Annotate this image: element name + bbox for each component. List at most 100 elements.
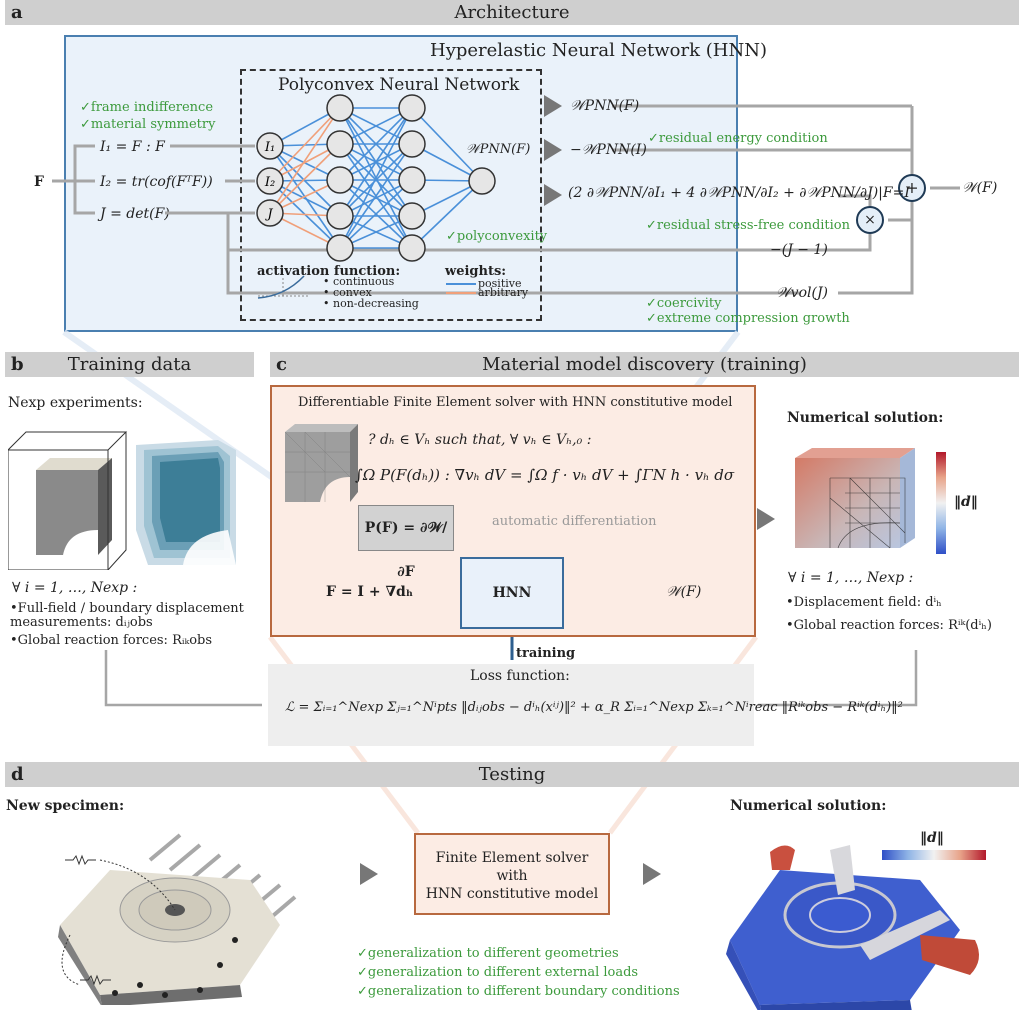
- fe-solver-title: Differentiable Finite Element solver wit…: [298, 395, 733, 410]
- numerical-solution-cube: [795, 448, 915, 549]
- training-bullet-forces: •Global reaction forces: Rᵢₖobs: [10, 633, 213, 648]
- network-edge: [339, 143, 413, 249]
- hidden-node-layer2: [398, 130, 426, 158]
- loss-formula: ℒ = Σᵢ₌₁^Nexp Σⱼ₌₁^Nⁱpts ‖dᵢⱼobs − dⁱₕ(x…: [285, 700, 903, 715]
- arrow-to-fe-test: [360, 863, 378, 885]
- invariant-I2: I₂ = tr(cof(FᵀF)): [100, 174, 213, 190]
- training-label: training: [516, 646, 576, 661]
- network-edge: [269, 107, 341, 182]
- hidden-node-layer2: [398, 234, 426, 262]
- pnn-output-label: 𝒲PNN(F): [466, 142, 531, 157]
- hidden-node-layer1: [326, 130, 354, 158]
- legend-positive: positive: [478, 277, 522, 290]
- specimen-cube-wireframe: [8, 431, 128, 570]
- hidden-node-layer1: [326, 166, 354, 194]
- input-node-label: I₂: [264, 175, 275, 190]
- pnn-title: Polyconvex Neural Network: [278, 75, 520, 95]
- arrow-term3: [544, 184, 562, 206]
- supports: [112, 937, 238, 998]
- network-edge: [339, 107, 413, 249]
- weights-title: weights:: [445, 264, 507, 279]
- fe-test-line2: with: [496, 868, 528, 884]
- hidden-node-layer2: [398, 166, 426, 194]
- training-forall: ∀ i = 1, …, Nexp :: [12, 580, 138, 596]
- experiments-heading: Nexp experiments:: [8, 395, 143, 411]
- test-colorbar-label: ‖d‖: [920, 830, 944, 846]
- invariant-J: J = det(F): [100, 206, 170, 222]
- activation-props: • continuous • convex • non-decreasing: [323, 275, 419, 310]
- panel-title: Testing: [478, 764, 546, 785]
- check-residual-stress-free: ✓residual stress-free condition: [646, 218, 851, 233]
- network-edge: [339, 143, 413, 217]
- network-edge: [339, 107, 413, 217]
- banner-architecture: a Architecture: [5, 0, 1019, 25]
- term-W-vol: 𝒲vol(J): [776, 285, 829, 301]
- panel-letter: d: [11, 764, 24, 785]
- term-neg-W-PNN-I: −𝒲PNN(I): [570, 142, 647, 158]
- network-edges: [269, 107, 483, 249]
- arrow-term2: [544, 139, 562, 161]
- banner-model-discovery: c Material model discovery (training): [270, 352, 1019, 377]
- input-node: [256, 167, 284, 195]
- banner-training-data: b Training data: [5, 352, 254, 377]
- panel-letter: c: [276, 354, 287, 375]
- solution-bullet-forces: •Global reaction forces: Rⁱᵏ(dⁱₕ): [786, 618, 992, 633]
- check-external-loads: ✓generalization to different external lo…: [357, 965, 639, 980]
- pnn-box: [240, 69, 542, 321]
- network-edge: [339, 107, 413, 181]
- panel-letter: a: [11, 2, 23, 23]
- input-node: [256, 132, 284, 160]
- numerical-solution-heading: Numerical solution:: [787, 410, 944, 426]
- hidden-node-layer1: [326, 234, 354, 262]
- loss-function-box: [268, 664, 754, 746]
- stress-derivative-box: P(F) = ∂𝒲/∂F: [358, 505, 454, 580]
- panel-title: Training data: [67, 354, 192, 375]
- springs: [61, 854, 176, 986]
- hnn-title: Hyperelastic Neural Network (HNN): [430, 40, 767, 61]
- fe-solver-test-box: Finite Element solver with HNN constitut…: [414, 833, 610, 915]
- check-frame-indifference: ✓frame indifference: [80, 100, 214, 115]
- sum-node: +: [898, 174, 926, 202]
- arrow-to-solution: [757, 508, 775, 530]
- mesh-cube-image: [284, 424, 358, 502]
- fe-test-line1: Finite Element solver: [435, 850, 589, 866]
- deformation-gradient: F = I + ∇dₕ: [326, 584, 414, 600]
- check-material-symmetry: ✓material symmetry: [80, 117, 216, 132]
- hnn-block: HNN: [460, 557, 564, 629]
- hidden-node-layer2: [398, 202, 426, 230]
- autodiff-label: automatic differentiation: [492, 514, 657, 529]
- check-coercivity: ✓coercivity: [646, 296, 722, 311]
- input-node-label: I₁: [264, 140, 275, 155]
- legend-arbitrary: arbitrary: [478, 286, 529, 299]
- specimen-deformation-layers: [136, 440, 236, 565]
- hidden-node-layer1: [326, 202, 354, 230]
- check-extreme-compression: ✓extreme compression growth: [646, 311, 850, 326]
- term-W-PNN: 𝒲PNN(F): [570, 98, 640, 114]
- output-W: 𝒲(F): [962, 180, 998, 196]
- network-edge: [411, 107, 483, 182]
- training-bullet-displacement: •Full-field / boundary displacement meas…: [10, 601, 244, 630]
- check-geometries: ✓generalization to different geometries: [357, 946, 619, 961]
- test-solution-image: [726, 845, 979, 1010]
- activation-plot: [257, 275, 308, 299]
- banner-testing: d Testing: [5, 762, 1019, 787]
- test-solution-heading: Numerical solution:: [730, 798, 887, 814]
- network-nodes: I₁ I₂ J: [256, 94, 496, 262]
- panel-title: Material model discovery (training): [482, 354, 807, 375]
- solution-forall: ∀ i = 1, …, Nexp :: [788, 570, 914, 586]
- panel-title: Architecture: [454, 2, 570, 23]
- activation-title: activation function:: [257, 264, 401, 279]
- input-node-label: J: [264, 207, 273, 222]
- hidden-node-layer2: [398, 94, 426, 122]
- network-edge: [339, 179, 413, 249]
- term-J-minus-1: −(J − 1): [770, 242, 828, 258]
- energy-output: 𝒲(F): [666, 584, 702, 600]
- panel-letter: b: [11, 354, 24, 375]
- solution-bullet-displacement: •Displacement field: dⁱₕ: [786, 595, 942, 610]
- input-node: [256, 199, 284, 227]
- product-node: ×: [856, 206, 884, 234]
- network-edge: [411, 180, 483, 249]
- weak-form-equation: ∫Ω P(F(dₕ)) : ∇vₕ dV = ∫Ω f · vₕ dV + ∫Γ…: [355, 466, 735, 484]
- network-edge: [269, 143, 341, 214]
- output-node: [468, 167, 496, 195]
